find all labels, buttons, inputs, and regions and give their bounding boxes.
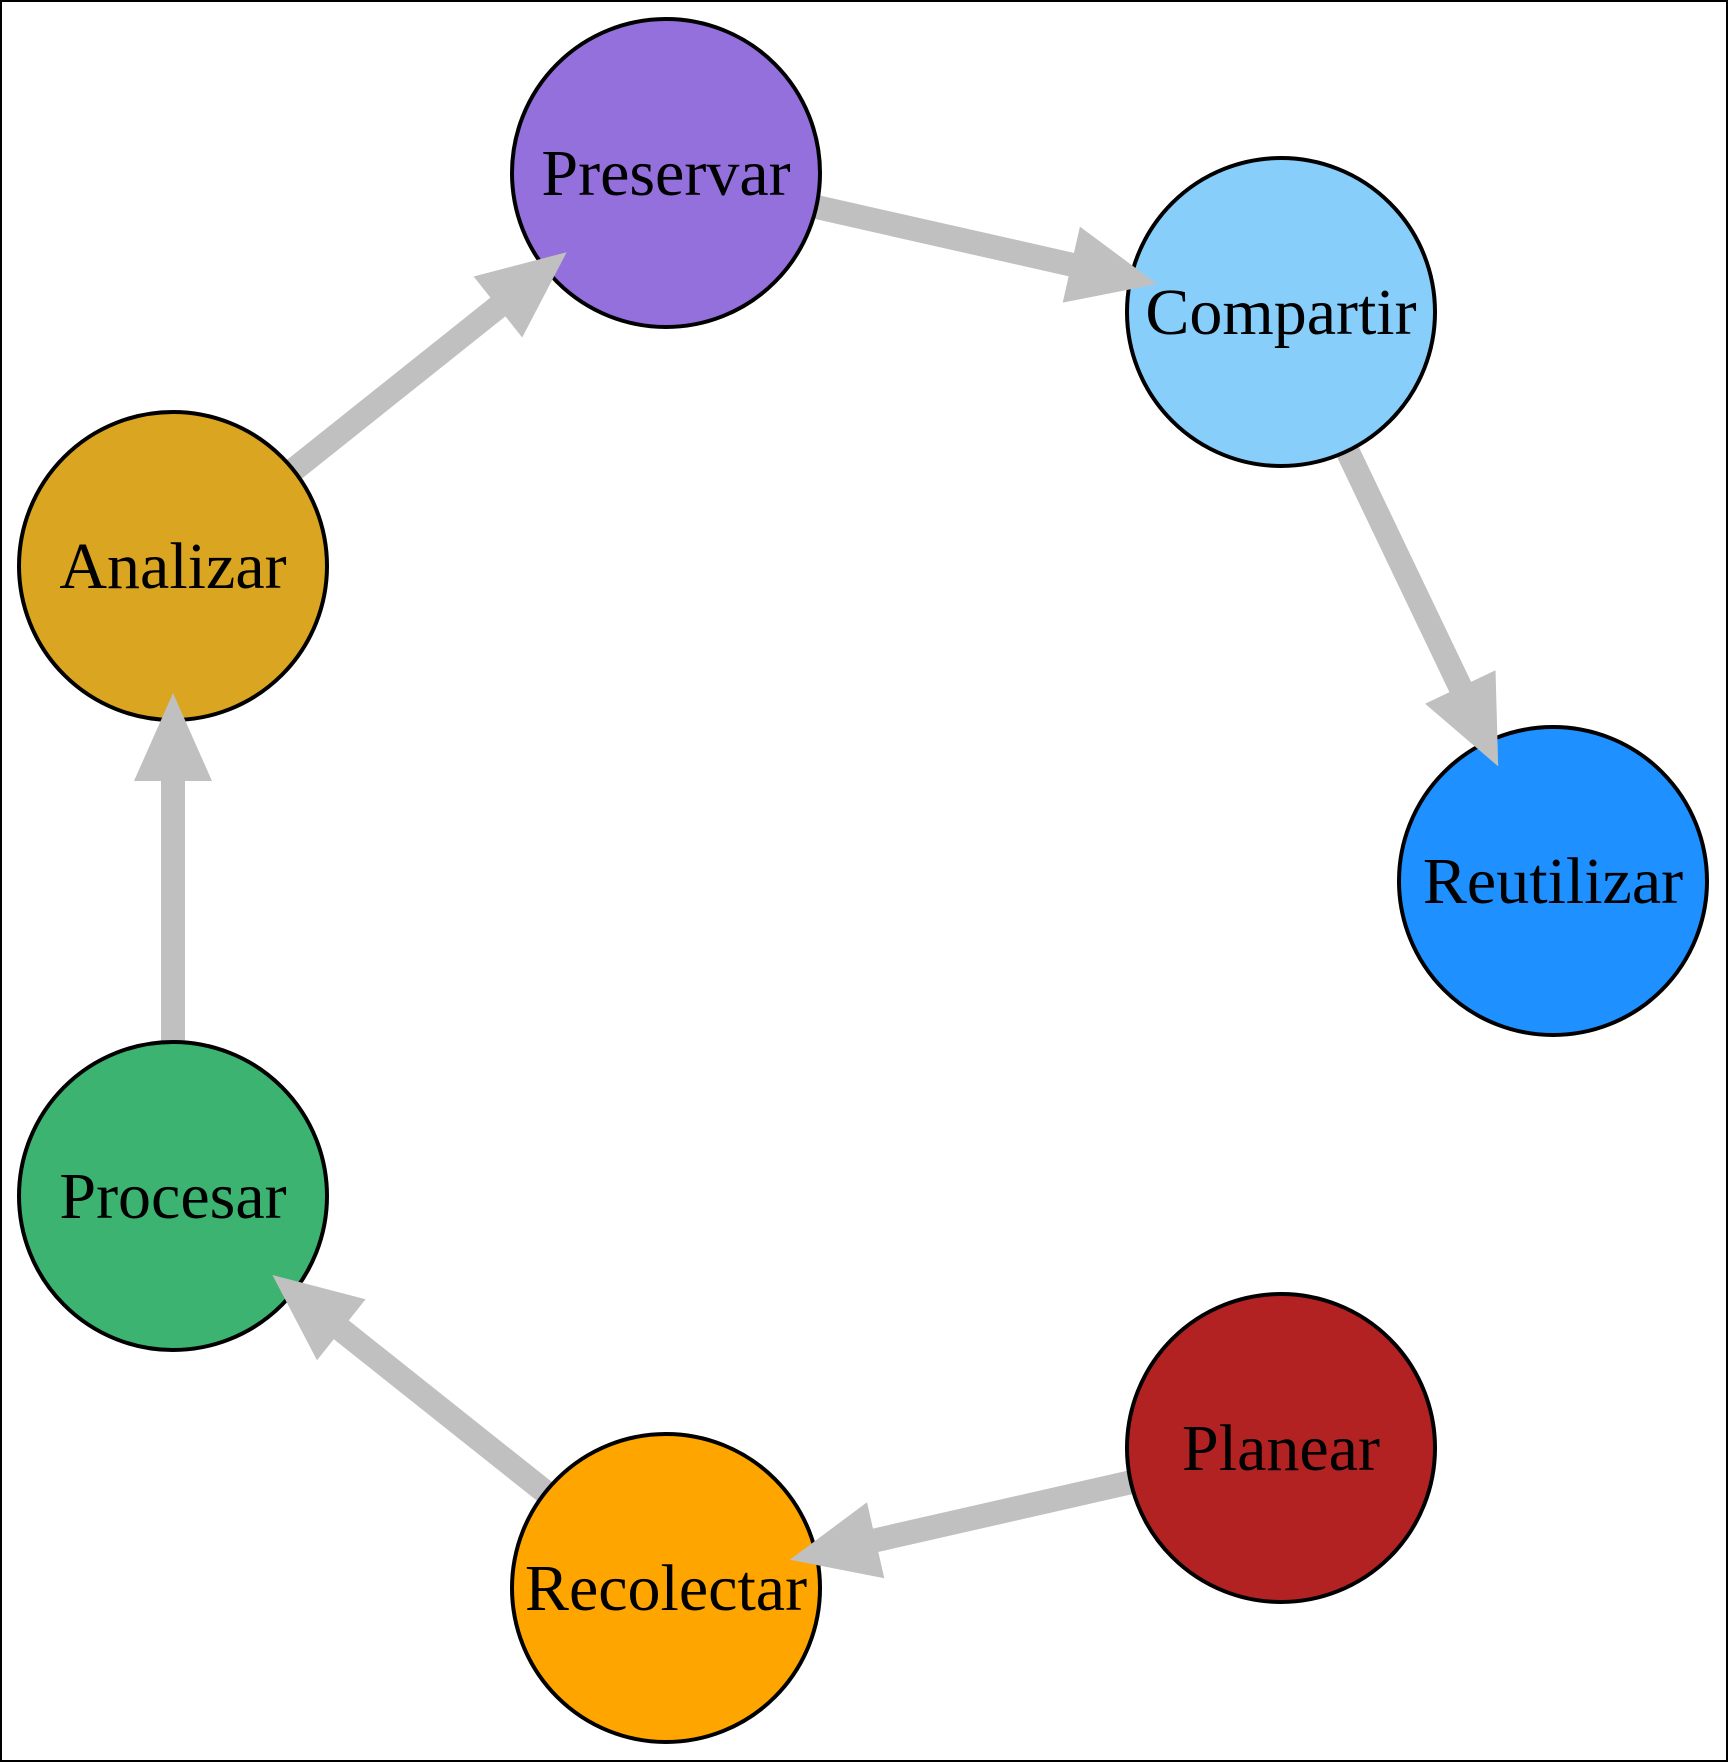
edge-analizar-to-preservar [285, 296, 507, 480]
edges-layer [161, 195, 1472, 1553]
edge-preservar-to-compartir [813, 195, 1076, 277]
arrowhead-preservar-to-compartir [1062, 226, 1158, 303]
arrowhead-procesar-to-analizar [134, 693, 212, 781]
node-circle-procesar [17, 1040, 329, 1352]
node-recolectar: Recolectar [510, 1432, 822, 1744]
arrowheads-layer [134, 226, 1499, 1579]
edge-compartir-to-reutilizar [1336, 445, 1472, 695]
nodes-layer: PreservarCompartirReutilizarPlanearRecol… [17, 17, 1709, 1744]
edge-planear-to-recolectar [871, 1470, 1134, 1553]
edge-recolectar-to-procesar [332, 1319, 553, 1502]
node-procesar: Procesar [17, 1040, 329, 1352]
node-circle-compartir [1125, 156, 1437, 468]
node-analizar: Analizar [17, 410, 329, 722]
node-circle-recolectar [510, 1432, 822, 1744]
node-label-planear: Planear [1182, 1412, 1380, 1485]
arrowhead-analizar-to-preservar [473, 252, 567, 338]
node-label-compartir: Compartir [1145, 276, 1416, 349]
node-reutilizar: Reutilizar [1397, 725, 1709, 1037]
node-label-preservar: Preservar [541, 137, 790, 210]
node-preservar: Preservar [510, 17, 822, 329]
node-label-reutilizar: Reutilizar [1423, 845, 1683, 918]
node-circle-preservar [510, 17, 822, 329]
arrowhead-recolectar-to-procesar [272, 1275, 366, 1361]
node-circle-reutilizar [1397, 725, 1709, 1037]
node-label-procesar: Procesar [59, 1160, 286, 1233]
node-planear: Planear [1125, 1292, 1437, 1604]
arrowhead-planear-to-recolectar [789, 1502, 885, 1579]
node-label-recolectar: Recolectar [525, 1552, 807, 1625]
node-circle-planear [1125, 1292, 1437, 1604]
node-label-analizar: Analizar [59, 530, 286, 603]
node-compartir: Compartir [1125, 156, 1437, 468]
arrowhead-compartir-to-reutilizar [1425, 670, 1499, 767]
